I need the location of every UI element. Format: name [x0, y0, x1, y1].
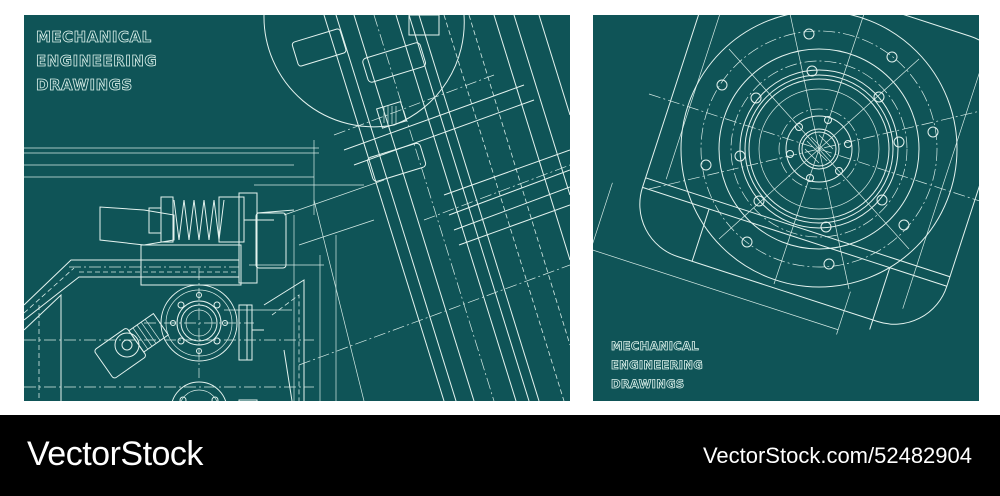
left-title: MECHANICAL ENGINEERING DRAWINGS — [36, 25, 158, 97]
left-blueprint-panel: MECHANICAL ENGINEERING DRAWINGS — [24, 15, 570, 401]
title-line-engineering: ENGINEERING — [611, 358, 704, 373]
flange-drawing — [593, 15, 979, 335]
stock-id-url: VectorStock.com/52482904 — [702, 443, 972, 468]
watermark-footer: VectorStock VectorStock.com/52482904 — [0, 415, 1000, 496]
title-line-drawings: DRAWINGS — [36, 76, 133, 95]
brand-logo-text: VectorStock — [27, 435, 203, 473]
title-line-drawings: DRAWINGS — [611, 377, 685, 392]
right-title: MECHANICAL ENGINEERING DRAWINGS — [611, 337, 704, 394]
machine-assembly-drawing — [24, 15, 570, 401]
title-line-mechanical: MECHANICAL — [36, 28, 152, 47]
title-line-engineering: ENGINEERING — [36, 52, 158, 71]
right-blueprint-panel: MECHANICAL ENGINEERING DRAWINGS — [593, 15, 979, 401]
title-line-mechanical: MECHANICAL — [611, 339, 699, 354]
